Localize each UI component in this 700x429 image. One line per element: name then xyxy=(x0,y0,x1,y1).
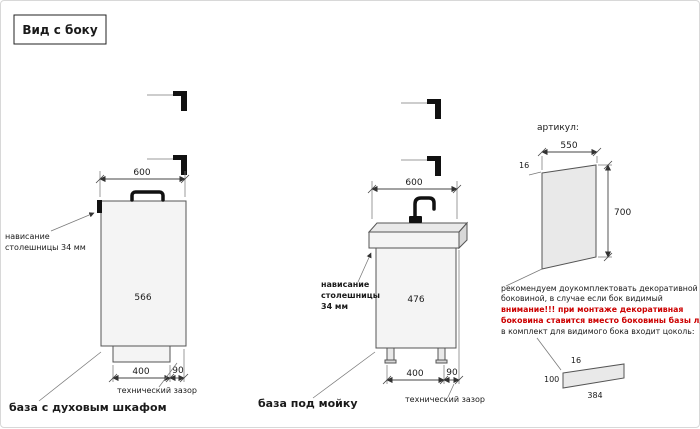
dim-label-550: 550 xyxy=(560,141,577,151)
panel-note-leader xyxy=(505,268,543,287)
dim-label-16: 16 xyxy=(519,161,529,170)
caption-oven-base: база с духовым шкафом xyxy=(9,401,167,414)
tech-gap-note-left: технический зазор xyxy=(117,362,197,395)
dim-label-600: 600 xyxy=(133,168,150,178)
dim-label-400: 400 xyxy=(132,367,149,377)
corner-bracket-icon xyxy=(400,98,442,120)
sink-base-drawing: 600 476 400 90 xyxy=(258,178,485,410)
corner-bracket-icon xyxy=(146,90,188,112)
dim-label-400: 400 xyxy=(406,369,423,379)
article-label: артикул: xyxy=(537,123,579,133)
countertop-front-face xyxy=(368,231,460,249)
plinth-leader xyxy=(536,337,562,371)
cabinet-foot xyxy=(384,359,397,364)
overhang-note-middle: нависание столешницы 34 мм xyxy=(321,252,380,311)
dim-height-700: 700 xyxy=(598,160,631,262)
dim-width-600-left: 600 xyxy=(95,168,190,197)
corner-bracket-icon xyxy=(146,154,188,176)
dim-label-700: 700 xyxy=(614,208,631,218)
cabinet-leg xyxy=(437,347,446,362)
dim-label-90: 90 xyxy=(172,366,184,376)
countertop-top-face xyxy=(367,222,469,233)
plinth-drawing: 16 100 384 xyxy=(536,337,625,400)
oven-base-drawing: 600 566 400 90 нависание столешницы 34 м… xyxy=(5,168,197,414)
tech-gap-label: технический зазор xyxy=(117,386,197,395)
overhang-label-line2: столешницы 34 мм xyxy=(5,243,86,252)
dim-width-550: 550 xyxy=(537,141,602,170)
countertop-edge xyxy=(97,200,102,213)
dim-bottom-middle-cabinet: 400 90 xyxy=(382,250,464,385)
dim-bottom-left-cabinet: 400 90 xyxy=(108,349,189,383)
overhang-label-line1: нависание xyxy=(321,280,370,289)
page-title: Вид с боку xyxy=(22,23,97,37)
oven-plinth xyxy=(112,345,171,363)
overhang-label-line2: столешницы xyxy=(321,291,380,300)
dim-label-90: 90 xyxy=(446,368,458,378)
plinth-dim-384: 384 xyxy=(587,391,602,400)
oven-handle xyxy=(130,190,165,202)
sink-cabinet-body xyxy=(375,247,457,349)
faucet-icon xyxy=(409,196,436,223)
note-line-3-warning: внимание!!! при монтаже декоративная xyxy=(501,305,683,314)
dim-label-600: 600 xyxy=(405,178,422,188)
caption-sink-base: база под мойку xyxy=(258,397,358,410)
panel-notes: рекомендуем доукомплектовать декоративно… xyxy=(501,284,700,336)
overhang-label-line3: 34 мм xyxy=(321,302,348,311)
plinth-strip xyxy=(562,363,625,389)
note-line-1: рекомендуем доукомплектовать декоративно… xyxy=(501,284,698,293)
thickness-leader xyxy=(528,171,542,176)
decorative-panel xyxy=(541,164,597,270)
corner-bracket-icon xyxy=(400,155,442,177)
side-panel-drawing: артикул: 550 16 700 рекомендуем доуком xyxy=(501,123,700,400)
title-box: Вид с боку xyxy=(13,14,107,45)
dim-width-600-middle: 600 xyxy=(367,178,462,219)
cabinet-leg xyxy=(386,347,395,362)
cabinet-foot xyxy=(435,359,448,364)
tech-gap-label: технический зазор xyxy=(405,395,485,404)
oven-cabinet-body xyxy=(100,200,187,347)
caption-leader xyxy=(312,351,376,399)
note-line-2: боковиной, в случае если бок видимый xyxy=(501,294,663,303)
caption-leader xyxy=(38,351,102,402)
countertop-side-face xyxy=(458,221,468,250)
overhang-note-left: нависание столешницы 34 мм xyxy=(5,212,95,252)
plinth-dim-16: 16 xyxy=(571,356,581,365)
dim-label-476: 476 xyxy=(407,295,424,305)
note-line-5: в комплект для видимого бока входит цоко… xyxy=(501,327,694,336)
overhang-label-line1: нависание xyxy=(5,232,50,241)
dim-label-566: 566 xyxy=(134,293,151,303)
plinth-dim-100: 100 xyxy=(544,375,559,384)
note-line-4-warning: боковина ставится вместо боковины базы л… xyxy=(501,316,700,325)
tech-gap-note-middle: технический зазор xyxy=(405,383,485,404)
